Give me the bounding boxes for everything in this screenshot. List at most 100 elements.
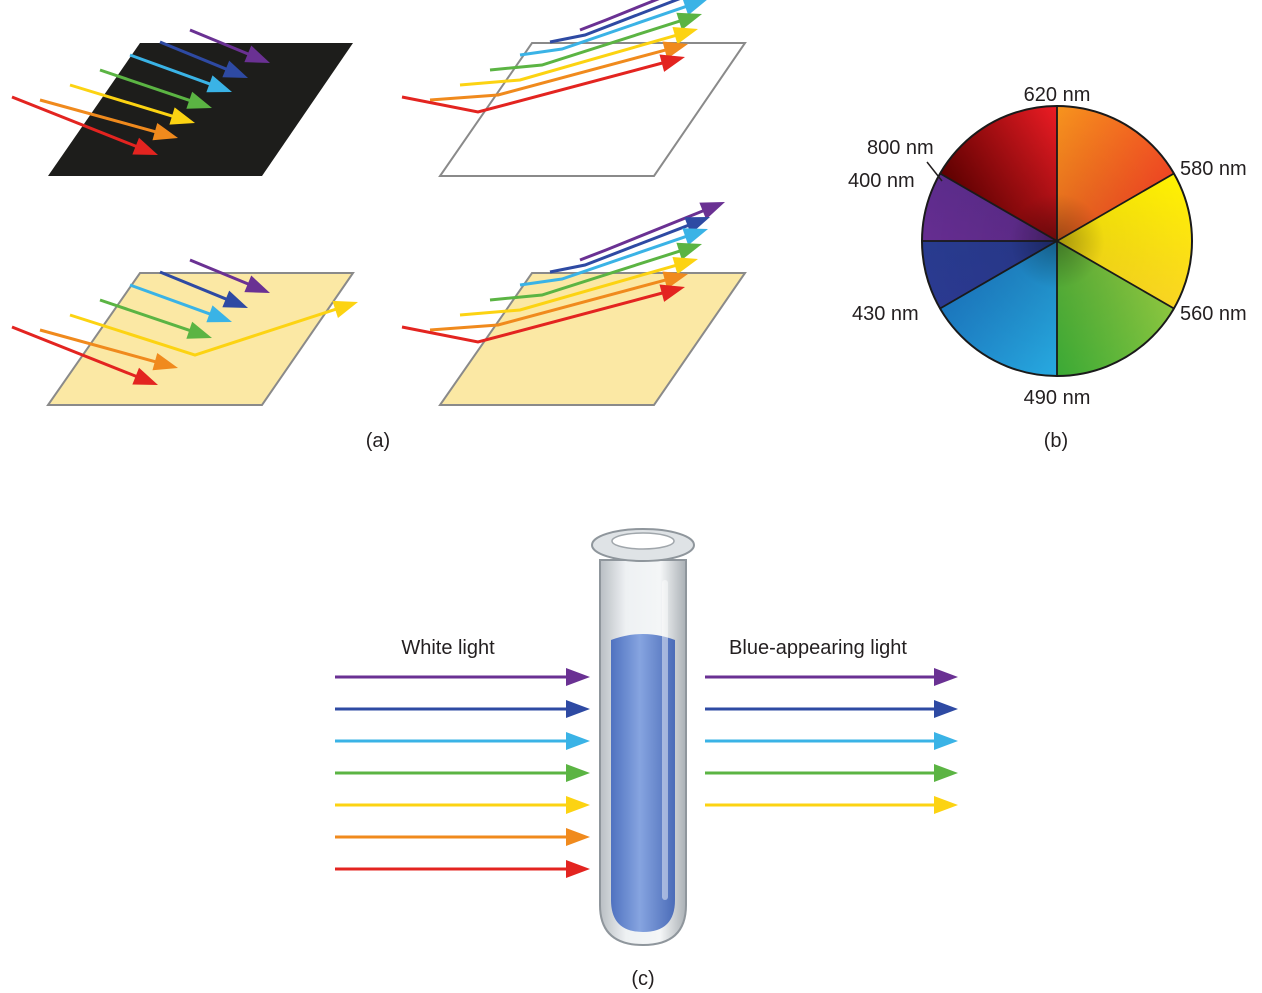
violet-arrowhead [244, 45, 270, 63]
panel-a2-arrows [401, 0, 707, 114]
panel-a1-black-surface [11, 28, 353, 176]
violet-reflected-ray [579, 208, 708, 262]
orange-arrowhead [662, 271, 688, 289]
label-560nm: 560 nm [1180, 303, 1247, 325]
wheel-divider [1056, 240, 1175, 310]
blue-ray [159, 40, 231, 72]
red-arrowhead [659, 54, 685, 72]
yellow-ray [69, 83, 177, 119]
violet-ray [189, 28, 253, 57]
yellow-surface [438, 272, 747, 406]
panel-a3-yellow-surface [11, 258, 358, 406]
cyan-incoming-arrowhead [566, 732, 590, 750]
red-arrowhead [659, 284, 685, 302]
red-arrowhead [132, 367, 158, 385]
yellow-arrowhead [672, 256, 698, 275]
figure-a: (a) [11, 0, 747, 452]
orange-reflected-ray [429, 47, 670, 102]
orange-incoming-arrowhead [566, 828, 590, 846]
blue-ray [159, 270, 231, 302]
green-ray [99, 298, 194, 333]
label-490nm: 490 nm [1024, 387, 1091, 409]
red-incoming-arrowhead [566, 860, 590, 878]
caption-b: (b) [1044, 430, 1068, 452]
label-400nm: 400 nm [848, 170, 915, 192]
yellow-arrowhead [332, 300, 358, 318]
white-light-label: White light [401, 637, 495, 659]
blue-arrowhead [222, 60, 248, 78]
panel-a4-arrows [401, 202, 725, 344]
label-leader-line [926, 161, 943, 182]
cyan-ray [129, 283, 214, 317]
violet-ray [189, 258, 253, 287]
caption-c: (c) [631, 968, 654, 990]
wheel-divider [1056, 172, 1175, 242]
incoming-white-light-arrows [335, 668, 590, 878]
red-reflected-ray [401, 290, 667, 344]
blue-appearing-light-label: Blue-appearing light [729, 637, 907, 659]
white-surface [438, 42, 747, 177]
panel-a1-arrows [11, 28, 270, 155]
green-incoming-arrowhead [566, 764, 590, 782]
yellow-reflected-ray [459, 263, 680, 317]
wheel-divider [939, 172, 1058, 242]
red-ray [11, 95, 140, 150]
yellow-outgoing-arrowhead [934, 796, 958, 814]
label-800nm: 800 nm [867, 137, 934, 159]
violet-arrowhead [699, 202, 725, 220]
orange-arrowhead [152, 122, 178, 141]
panel-a2-white-surface [401, 0, 747, 177]
violet-incoming-arrowhead [566, 668, 590, 686]
label-430nm: 430 nm [852, 303, 919, 325]
blue-outgoing-arrowhead [934, 700, 958, 718]
green-reflected-ray [489, 18, 684, 72]
orange-reflected-ray [429, 277, 670, 332]
tube-highlight [662, 580, 668, 900]
green-arrowhead [676, 12, 702, 30]
blue-solution [611, 634, 675, 932]
green-arrowhead [186, 91, 212, 109]
figure-b-color-wheel: 620 nm 580 nm 560 nm 490 nm 430 nm 800 n… [848, 84, 1247, 452]
black-surface [48, 43, 353, 176]
cyan-reflected-ray [519, 4, 690, 57]
yellow-reflected-ray [69, 306, 340, 357]
label-620nm: 620 nm [1024, 84, 1091, 106]
orange-ray [39, 98, 160, 135]
violet-reflected-ray [579, 0, 660, 32]
violet-arrowhead [244, 275, 270, 293]
tube-opening [611, 532, 675, 550]
outgoing-blue-light-arrows [705, 668, 958, 814]
color-wheel [921, 105, 1193, 377]
panel-a3-arrows [11, 258, 358, 385]
cyan-ray [129, 53, 214, 87]
blue-reflected-ray [549, 222, 692, 274]
cyan-reflected-ray [519, 234, 690, 287]
wheel-outline [921, 105, 1193, 377]
green-outgoing-arrowhead [934, 764, 958, 782]
orange-arrowhead [662, 41, 688, 59]
green-arrowhead [676, 242, 702, 260]
yellow-reflected-ray [459, 33, 680, 87]
figure-c: White light Blue-appearing light (c) [335, 528, 958, 990]
panel-a4-yellow-surface [401, 202, 747, 406]
cyan-arrowhead [682, 0, 707, 16]
yellow-incoming-arrowhead [566, 796, 590, 814]
red-arrowhead [132, 137, 158, 155]
violet-outgoing-arrowhead [934, 668, 958, 686]
orange-ray [39, 328, 160, 365]
wheel-divider [939, 240, 1058, 310]
caption-a: (a) [366, 430, 390, 452]
blue-reflected-ray [549, 0, 681, 44]
red-ray [11, 325, 140, 380]
green-ray [99, 68, 194, 103]
cyan-arrowhead [682, 228, 708, 246]
orange-arrowhead [152, 352, 178, 371]
yellow-arrowhead [672, 26, 698, 45]
cyan-outgoing-arrowhead [934, 732, 958, 750]
cyan-arrowhead [206, 305, 232, 323]
green-reflected-ray [489, 248, 684, 302]
label-580nm: 580 nm [1180, 158, 1247, 180]
yellow-arrowhead [169, 107, 195, 125]
red-reflected-ray [401, 60, 667, 114]
